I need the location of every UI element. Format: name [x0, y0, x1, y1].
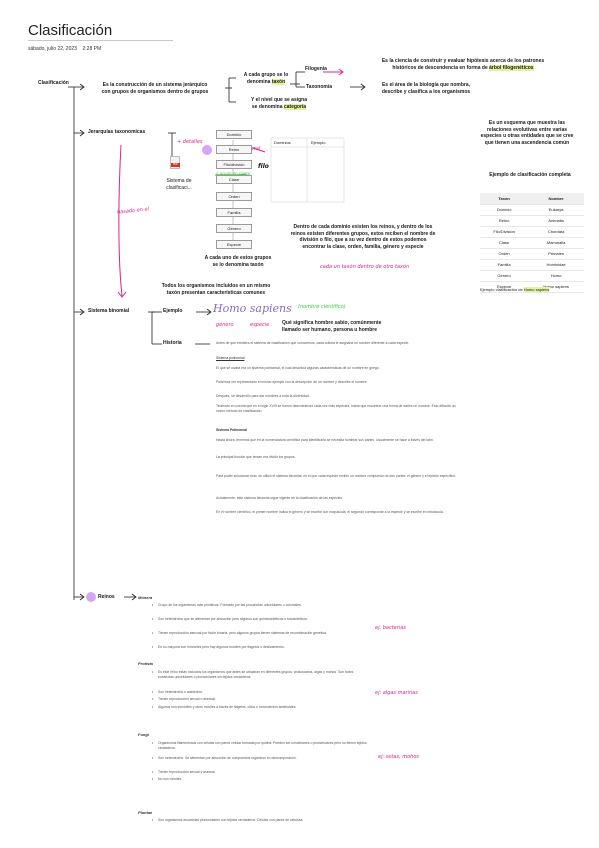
historia-p6: Hasta ahora, tenemos que en la nomenclat… [216, 438, 434, 442]
reinos-marker [86, 592, 96, 602]
historia-p3: Podemos ver representado el mismo ejempl… [216, 380, 368, 384]
tax-level-reino: Reino [216, 145, 252, 154]
homo-sapiens-text: Homo sapiens [213, 302, 292, 315]
reinos-node: Reinos [98, 594, 115, 600]
hw-setas: ej: setas, mohos [378, 754, 419, 760]
monera-title: Mónera [138, 595, 153, 600]
purple-marker [202, 145, 212, 155]
monera-b3: Tienen reproducción asexual por fisión b… [152, 631, 368, 636]
tax-level-filo: Filo/división [216, 160, 252, 169]
hw-plural: plural [246, 146, 261, 152]
mini-table-col2: Ejemplo [311, 140, 326, 145]
historia-p4: Después, se desarrolló para dar nombres … [216, 394, 310, 398]
historia-p9: Actualmente, este sistema binomial sigue… [216, 496, 344, 500]
fungi-b4: No son móviles. [152, 777, 368, 782]
historia-p8: Para poder solucionar esto, se utilizó e… [216, 474, 456, 478]
root-node: Clasificación [38, 80, 69, 86]
hw-nombre-cientifico: (nombre científico) [298, 304, 346, 310]
file-label[interactable]: Sistema de clasificaci... [166, 178, 192, 191]
dominio-text: Dentro de cada dominio existen los reino… [290, 224, 436, 250]
fungi-title: Fungi [138, 732, 149, 737]
taxonomia-desc: Es el área de la biología que nombra, de… [381, 82, 471, 95]
nivel-text: Y el nivel que se asigna se denomina cat… [250, 97, 308, 110]
significado-text: Qué significa hombre sabio, comúnmente l… [282, 320, 382, 333]
page-title: Clasificación [28, 22, 113, 39]
example-table-title: Ejemplo de clasificación completa [489, 172, 571, 178]
hw-especie: especie [250, 322, 270, 328]
protista-b1: Es este reino están incluidos los organi… [152, 670, 368, 680]
hw-algas: ej: algas marinas [375, 690, 418, 696]
hw-detalles: + detalles [177, 139, 203, 145]
cada-grupo-text: A cada uno de estos grupos se lo denomin… [204, 255, 272, 268]
historia-node: Historia [163, 340, 182, 346]
historia-p2: El que se usaba era un sistema polinomia… [216, 366, 380, 370]
monera-b2: Son heterótrofos que se alimentan por ab… [152, 617, 368, 622]
fungi-b3: Tienen reproducción sexual y asexual. [152, 770, 368, 775]
tax-level-dominio: Dominio [216, 130, 252, 139]
todos-text: Todos los organismos incluidos en un mis… [161, 283, 271, 296]
definition-text: Es la construcción de un sistema jerárqu… [101, 82, 209, 95]
hw-filo: filo [258, 163, 269, 170]
page-date: sábado, julio 22, 2023 2:28 PM [28, 46, 102, 52]
filogenia-desc: Es la ciencia de construir y evaluar hip… [381, 58, 545, 71]
jerarquias-node: Jerarquías taxonomicas [88, 129, 146, 135]
protista-b4: Algunos son inmóviles y otros móviles a … [152, 705, 368, 710]
fungi-b1: Organismos filamentosos con células con … [152, 741, 368, 751]
historia-p1: Antes de que existiera el sistema de cla… [216, 341, 410, 345]
historia-h1: Sistema polinomial [216, 356, 245, 360]
historia-p5: Teniendo en cuenta que en el siglo XVIII… [216, 404, 456, 413]
mini-table-col1: Dominios [274, 140, 291, 145]
ejemplo-node: Ejemplo [163, 308, 183, 314]
tax-level-clase: Clase [216, 175, 252, 184]
hw-grupo-plural: o grupo en plural [216, 171, 251, 176]
historia-p7: La principal función que tenían era divi… [216, 455, 296, 459]
tax-level-orden: Orden [216, 192, 252, 201]
tax-level-especie: Especie [216, 240, 252, 249]
title-divider [28, 40, 173, 41]
grupo-text: A cada grupo se lo denomina taxón [243, 72, 289, 85]
historia-h2: Sistema Polinomial [216, 428, 248, 432]
fungi-b2: Son heterótrofos. Se alimentan por absor… [152, 756, 368, 761]
plantae-title: Plantae [138, 810, 153, 815]
hw-genero: género [216, 322, 234, 328]
taxonomia-node: Taxonomía [306, 84, 333, 90]
tax-level-familia: Familia [216, 208, 252, 217]
monera-b1: Grupo de los organismos más primitivos. … [152, 603, 368, 608]
protista-b2: Son heterótrofos o autótrofos. [152, 690, 368, 695]
monera-b4: En su mayoría son inmóviles pero hay alg… [152, 645, 368, 650]
filogenia-node: Filogenia [305, 66, 327, 72]
hw-taxon-dentro: cada un taxón dentro de otro taxón [320, 264, 410, 270]
pdf-file-icon[interactable]: PDF [170, 156, 180, 169]
tax-level-genero: Género [216, 224, 252, 233]
example-table-caption: Ejemplo clasificación de Homo sapiens [480, 287, 550, 292]
hw-bacterias: ej: bacterias [375, 625, 406, 631]
table-header: Nombre [528, 193, 584, 205]
historia-p10: En el nombre científico, el primer nombr… [216, 510, 444, 514]
binomial-node: Sistema binomial [88, 308, 130, 314]
protista-title: Protista [138, 661, 153, 666]
plantae-b1: Son organismos eucariotas pluricelulares… [152, 818, 368, 823]
table-header: Taxón [480, 193, 529, 205]
protista-b3: Tienen reproducción sexual o asexual. [152, 697, 368, 702]
esquema-desc: Es un esquema que muestra las relaciones… [480, 120, 574, 146]
